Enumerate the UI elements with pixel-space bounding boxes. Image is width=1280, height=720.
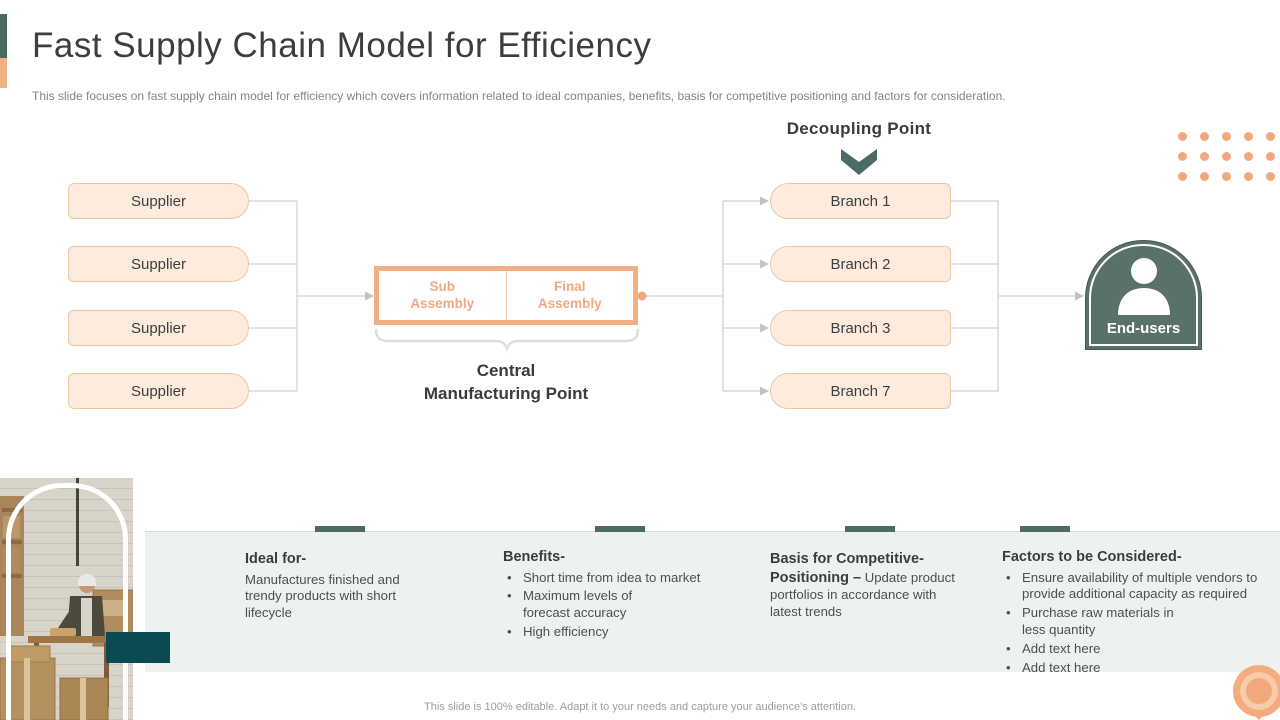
supplier-box-1[interactable]: Supplier <box>68 183 249 219</box>
branch-label: Branch 3 <box>830 319 891 337</box>
list-item: Maximum levels of forecast accuracy <box>503 588 713 622</box>
list-item: Add text here <box>1002 641 1274 658</box>
branch-box-3[interactable]: Branch 3 <box>770 310 951 346</box>
list-item: High efficiency <box>503 624 713 641</box>
info-column-factors[interactable]: Factors to be Considered- Ensure availab… <box>1002 548 1274 679</box>
warehouse-photo-image <box>0 478 133 720</box>
branch-label: Branch 7 <box>830 382 891 400</box>
branch-box-4[interactable]: Branch 7 <box>770 373 951 409</box>
supplier-box-2[interactable]: Supplier <box>68 246 249 282</box>
supplier-box-3[interactable]: Supplier <box>68 310 249 346</box>
final-assembly-cell[interactable]: Final Assembly <box>537 278 602 311</box>
supplier-label: Supplier <box>130 319 187 337</box>
supplier-label: Supplier <box>130 255 187 273</box>
chevron-down-icon <box>841 149 877 175</box>
branch-label: Branch 1 <box>830 192 891 210</box>
column-heading: Basis for Competitive-Positioning – <box>770 551 924 586</box>
factors-list: Ensure availability of multiple vendors … <box>1002 570 1274 677</box>
list-item: Purchase raw materials in less quantity <box>1002 605 1274 639</box>
arch-outline-decoration <box>6 483 128 720</box>
supplier-label: Supplier <box>130 192 187 210</box>
central-manufacturing-box[interactable]: Sub Assembly Final Assembly <box>374 266 638 325</box>
branch-box-2[interactable]: Branch 2 <box>770 246 951 282</box>
column-accent-tab <box>845 526 895 532</box>
accent-bar-peach <box>0 58 7 88</box>
decoupling-point-label[interactable]: Decoupling Point <box>786 119 932 138</box>
list-item: Short time from idea to market <box>503 570 713 587</box>
branch-label: Branch 2 <box>830 255 891 273</box>
column-accent-tab <box>315 526 365 532</box>
list-item: Ensure availability of multiple vendors … <box>1002 570 1274 604</box>
supplier-label: Supplier <box>130 382 187 400</box>
info-column-ideal-for[interactable]: Ideal for- Manufactures finished and tre… <box>245 550 407 622</box>
slide-subtitle[interactable]: This slide focuses on fast supply chain … <box>32 89 1006 103</box>
list-item: Add text here <box>1002 660 1274 677</box>
sub-assembly-cell[interactable]: Sub Assembly <box>379 271 507 320</box>
column-heading: Benefits- <box>503 549 566 565</box>
footer-note[interactable]: This slide is 100% editable. Adapt it to… <box>424 701 856 713</box>
benefits-list: Short time from idea to market Maximum l… <box>503 570 713 642</box>
column-body: Manufactures finished and trendy product… <box>245 571 400 621</box>
branch-box-1[interactable]: Branch 1 <box>770 183 951 219</box>
end-users-badge[interactable]: End-users <box>1085 240 1202 350</box>
column-body: Update product portfolios in accordance … <box>770 569 955 619</box>
column-heading: Ideal for- <box>245 551 307 567</box>
supplier-box-4[interactable]: Supplier <box>68 373 249 409</box>
accent-bar-teal <box>0 14 7 58</box>
connector-lines <box>249 196 1084 396</box>
end-users-label: End-users <box>1106 320 1181 337</box>
dot-grid-decoration <box>1178 132 1275 181</box>
person-icon <box>1118 258 1170 315</box>
central-manufacturing-caption[interactable]: Central Manufacturing Point <box>423 361 589 403</box>
column-accent-tab <box>1020 526 1070 532</box>
location-pin-decoration <box>1233 665 1280 720</box>
page-title[interactable]: Fast Supply Chain Model for Efficiency <box>32 26 652 65</box>
column-accent-tab <box>595 526 645 532</box>
teal-accent-rect <box>106 632 170 663</box>
info-column-benefits[interactable]: Benefits- Short time from idea to market… <box>503 548 713 643</box>
column-heading: Factors to be Considered- <box>1002 549 1182 565</box>
info-column-competitive-positioning[interactable]: Basis for Competitive-Positioning – Upda… <box>770 550 970 621</box>
